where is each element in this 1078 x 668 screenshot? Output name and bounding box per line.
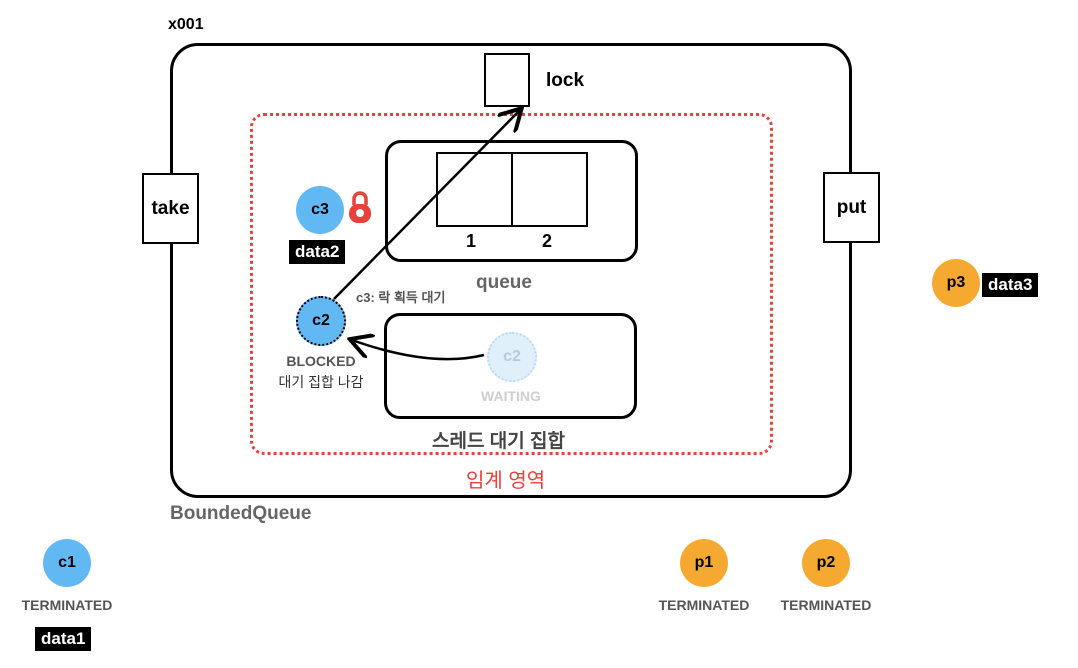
lock-box [484, 53, 530, 107]
thread-p2: p2 [802, 539, 850, 587]
thread-c2-blocked: c2 [296, 296, 346, 346]
thread-c3-label: c3 [311, 201, 329, 218]
thread-c1-label: c1 [58, 554, 76, 571]
bounded-queue-label: BoundedQueue [170, 503, 312, 524]
object-id: x001 [168, 16, 204, 33]
thread-p3-data: data3 [982, 273, 1039, 297]
thread-c2-ghost-label: c2 [503, 348, 521, 365]
thread-c1-data: data1 [35, 627, 92, 651]
thread-c2-ghost-status: WAITING [481, 388, 541, 404]
take-label: take [151, 197, 190, 219]
thread-p3-label: p3 [946, 274, 966, 291]
queue-slot-2 [511, 152, 588, 227]
thread-c2-blocked-label: c2 [312, 312, 330, 329]
thread-p2-label: p2 [816, 554, 836, 571]
lock-icon [347, 189, 373, 225]
bounded-queue-box [170, 43, 852, 498]
arrow-label: c3: 락 획득 대기 [356, 290, 446, 305]
lock-label: lock [546, 70, 585, 91]
put-label: put [836, 196, 867, 218]
critical-section-label: 임계 영역 [466, 470, 546, 492]
thread-c1-status: TERMINATED [21, 597, 113, 613]
thread-c1: c1 [43, 539, 91, 587]
thread-p1: p1 [680, 539, 728, 587]
lock-acquire-arrow [333, 110, 520, 300]
thread-p3: p3 [932, 259, 980, 307]
thread-p2-status: TERMINATED [780, 597, 872, 613]
thread-c2-status-detail: 대기 집합 나감 [278, 374, 364, 390]
thread-c2-status: BLOCKED [286, 353, 356, 369]
thread-c3-data: data2 [289, 240, 346, 264]
queue-label: queue [476, 272, 532, 293]
thread-p1-status: TERMINATED [658, 597, 750, 613]
wait-set-box [384, 313, 637, 419]
thread-p1-label: p1 [694, 554, 714, 571]
thread-c3: c3 [296, 186, 344, 234]
leave-wait-set-arrow [352, 340, 485, 361]
wait-set-label: 스레드 대기 집합 [432, 431, 565, 452]
queue-slot-2-label: 2 [542, 231, 553, 251]
take-box: take [142, 173, 199, 244]
queue-slot-1-label: 1 [466, 231, 477, 251]
thread-c2-ghost: c2 [487, 332, 537, 382]
put-box: put [823, 172, 880, 243]
queue-box [385, 140, 638, 262]
